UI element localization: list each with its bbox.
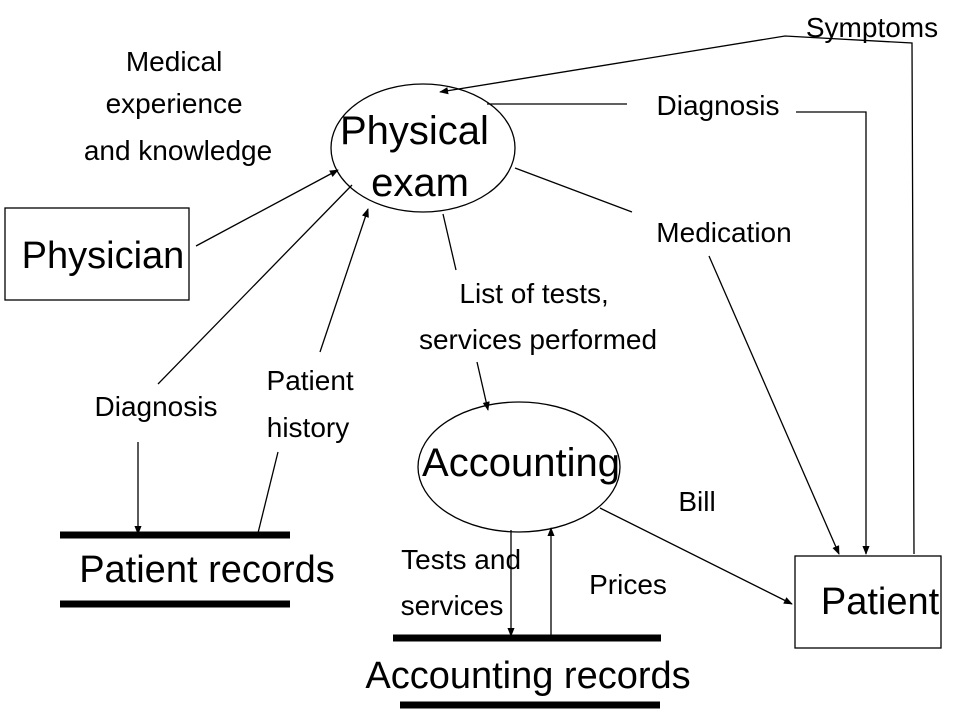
flow-label-medical-experience: Medical experience and knowledge <box>84 46 272 166</box>
physician-label: Physician <box>22 235 185 277</box>
flow-label-list-of-tests-line1: List of tests, <box>459 278 608 309</box>
flow-label-patient-history: Patient history <box>267 365 362 443</box>
flow-label-diagnosis-to-records: Diagnosis <box>95 391 218 422</box>
flow-label-medical-experience-line3: and knowledge <box>84 135 272 166</box>
flow-label-bill: Bill <box>678 486 715 517</box>
accounting-process <box>417 401 621 533</box>
flow-label-tests-and-services-line2: services <box>401 590 504 621</box>
flow-arrow-medication <box>708 255 840 555</box>
flow-label-tests-and-services: Tests and services <box>401 544 529 621</box>
flow-label-medical-experience-line2: experience <box>106 88 243 119</box>
flow-line-medication-top <box>514 167 633 213</box>
flow-label-diagnosis-to-patient: Diagnosis <box>657 90 780 121</box>
physical-exam-label-line2: exam <box>371 161 469 205</box>
patient-box <box>794 555 942 649</box>
flow-label-medication: Medication <box>656 217 791 248</box>
flow-label-patient-history-line2: history <box>267 412 349 443</box>
patient-records-label: Patient records <box>79 549 335 591</box>
flow-label-tests-and-services-line1: Tests and <box>401 544 521 575</box>
patient-label: Patient <box>821 581 940 623</box>
flow-line-diagnosis-upper <box>157 184 353 385</box>
physical-exam-label: Physical exam <box>340 109 500 205</box>
flow-label-list-of-tests: List of tests, services performed <box>419 278 657 355</box>
flow-arrow-medical-experience <box>195 169 339 247</box>
flow-line-list-of-tests-top <box>442 213 457 271</box>
physical-exam-process <box>330 83 516 213</box>
physical-exam-label-line1: Physical <box>340 109 489 153</box>
flow-label-prices: Prices <box>589 569 667 600</box>
accounting-label: Accounting <box>422 441 620 485</box>
flow-label-list-of-tests-line2: services performed <box>419 324 657 355</box>
physician-box <box>4 207 190 301</box>
flow-label-patient-history-line1: Patient <box>267 365 354 396</box>
flow-label-medical-experience-line1: Medical <box>126 46 222 77</box>
flow-label-symptoms: Symptoms <box>806 12 938 43</box>
flow-line-patient-history-lower <box>257 451 279 534</box>
flow-arrow-patient-history <box>319 208 369 353</box>
flow-arrow-list-of-tests <box>476 361 490 411</box>
flow-arrow-symptoms <box>439 35 915 555</box>
flow-arrow-bill <box>599 507 793 605</box>
flow-arrow-diagnosis-to-patient <box>796 111 870 555</box>
accounting-records-label: Accounting records <box>365 655 690 697</box>
